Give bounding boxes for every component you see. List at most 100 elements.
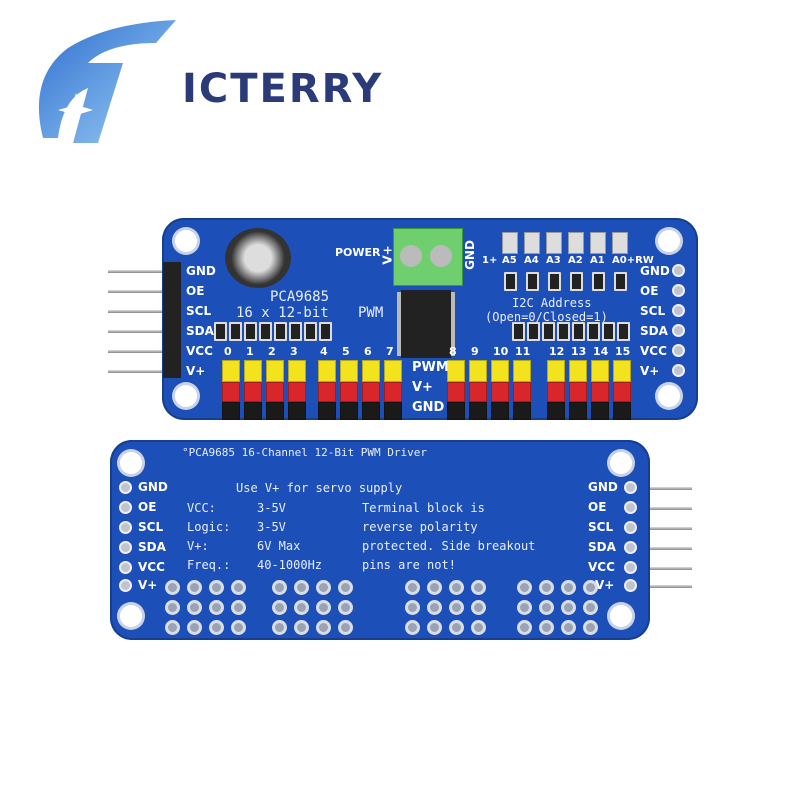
pwm-pin[interactable] <box>362 360 380 382</box>
address-jumper[interactable] <box>612 232 628 254</box>
pwm-pin[interactable] <box>613 360 631 382</box>
pwm-pin[interactable] <box>447 360 465 382</box>
pwm-pin[interactable] <box>591 360 609 382</box>
header-pin[interactable] <box>630 507 692 510</box>
header-pin[interactable] <box>108 330 168 333</box>
address-jumper[interactable] <box>568 232 584 254</box>
pwm-pin[interactable] <box>222 360 240 382</box>
vplus-pin[interactable] <box>384 382 402 402</box>
side-pin-pad[interactable] <box>672 344 685 357</box>
pwm-pin[interactable] <box>244 360 262 382</box>
side-pin-pad[interactable] <box>119 521 132 534</box>
side-pin-pad[interactable] <box>119 579 132 592</box>
pwm-pin[interactable] <box>266 360 284 382</box>
side-pin-pad[interactable] <box>624 541 637 554</box>
vplus-pin[interactable] <box>362 382 380 402</box>
side-pin-pad[interactable] <box>624 481 637 494</box>
left-header-block <box>163 262 181 378</box>
side-pin-pad[interactable] <box>624 579 637 592</box>
mount-hole <box>610 452 632 474</box>
gnd-pin[interactable] <box>244 402 262 420</box>
gnd-pin[interactable] <box>513 402 531 420</box>
gnd-pin[interactable] <box>491 402 509 420</box>
terminal-block[interactable] <box>393 228 463 286</box>
header-pin[interactable] <box>108 370 168 373</box>
pwm-pin[interactable] <box>547 360 565 382</box>
gnd-pin[interactable] <box>266 402 284 420</box>
solder-pad <box>294 600 309 615</box>
side-pin-pad[interactable] <box>119 541 132 554</box>
gnd-pin[interactable] <box>384 402 402 420</box>
address-jumper[interactable] <box>546 232 562 254</box>
header-pin[interactable] <box>108 270 168 273</box>
pwm-pin[interactable] <box>318 360 336 382</box>
side-pin-pad[interactable] <box>119 501 132 514</box>
side-pin-pad[interactable] <box>672 284 685 297</box>
address-label: A2 <box>568 255 583 266</box>
header-pin[interactable] <box>630 547 692 550</box>
gnd-pin[interactable] <box>547 402 565 420</box>
address-jumper[interactable] <box>590 232 606 254</box>
gnd-pin[interactable] <box>222 402 240 420</box>
vplus-pin[interactable] <box>222 382 240 402</box>
channel-number: 12 <box>549 345 565 358</box>
vplus-pin[interactable] <box>288 382 306 402</box>
vplus-pin[interactable] <box>491 382 509 402</box>
vplus-pin[interactable] <box>340 382 358 402</box>
header-pin[interactable] <box>108 350 168 353</box>
screw-icon <box>430 245 452 267</box>
gnd-pin[interactable] <box>288 402 306 420</box>
side-pin-pad[interactable] <box>672 264 685 277</box>
pwm-pin[interactable] <box>569 360 587 382</box>
side-pin-pad[interactable] <box>624 501 637 514</box>
vplus-pin[interactable] <box>613 382 631 402</box>
channel-number: 4 <box>320 345 328 358</box>
side-pin-pad[interactable] <box>624 561 637 574</box>
side-pin-pad[interactable] <box>624 521 637 534</box>
pwm-pin[interactable] <box>340 360 358 382</box>
pwm-pin[interactable] <box>384 360 402 382</box>
gnd-pin[interactable] <box>613 402 631 420</box>
side-pin-label-left: OE <box>186 284 205 298</box>
pwm-pin[interactable] <box>288 360 306 382</box>
spec-key: VCC: <box>187 501 216 515</box>
pwm-pin[interactable] <box>491 360 509 382</box>
gnd-pin[interactable] <box>340 402 358 420</box>
vplus-pin[interactable] <box>266 382 284 402</box>
side-pin-label-right: VCC <box>588 560 615 574</box>
solder-pad <box>427 620 442 635</box>
gnd-pin[interactable] <box>318 402 336 420</box>
pwm-pin[interactable] <box>469 360 487 382</box>
header-pin[interactable] <box>630 527 692 530</box>
gnd-pin[interactable] <box>469 402 487 420</box>
side-pin-pad[interactable] <box>672 304 685 317</box>
vplus-pin[interactable] <box>244 382 262 402</box>
vplus-pin[interactable] <box>469 382 487 402</box>
vplus-pin[interactable] <box>447 382 465 402</box>
side-pin-pad[interactable] <box>119 561 132 574</box>
address-jumper[interactable] <box>524 232 540 254</box>
vplus-pin[interactable] <box>547 382 565 402</box>
header-pin[interactable] <box>108 290 168 293</box>
gnd-pin[interactable] <box>447 402 465 420</box>
header-pin[interactable] <box>108 310 168 313</box>
side-pin-pad[interactable] <box>672 364 685 377</box>
header-pin[interactable] <box>630 585 692 588</box>
side-pin-pad[interactable] <box>119 481 132 494</box>
vplus-pin[interactable] <box>591 382 609 402</box>
vplus-pin[interactable] <box>513 382 531 402</box>
gnd-pin[interactable] <box>362 402 380 420</box>
header-pin[interactable] <box>630 487 692 490</box>
vplus-pin[interactable] <box>318 382 336 402</box>
address-jumper[interactable] <box>502 232 518 254</box>
gnd-pin[interactable] <box>569 402 587 420</box>
gnd-pin[interactable] <box>591 402 609 420</box>
header-pin[interactable] <box>630 567 692 570</box>
side-pin-label-right: SCL <box>588 520 614 534</box>
side-pin-pad[interactable] <box>672 324 685 337</box>
side-pin-label-left: SDA <box>138 540 166 554</box>
solder-pad <box>449 580 464 595</box>
pwm-pin[interactable] <box>513 360 531 382</box>
channel-number: 7 <box>386 345 394 358</box>
vplus-pin[interactable] <box>569 382 587 402</box>
